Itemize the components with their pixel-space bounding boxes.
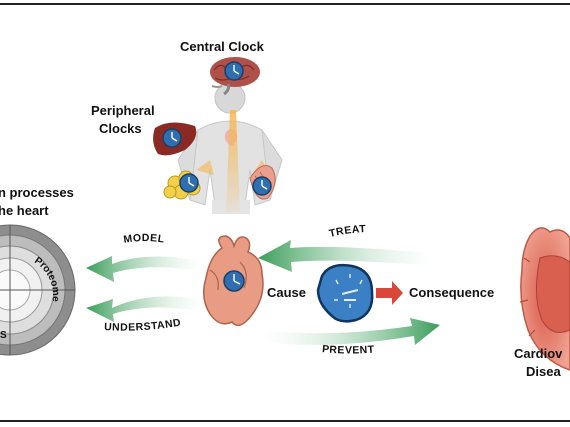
clock-icon: [252, 176, 272, 196]
heart-icon: [203, 235, 264, 327]
treat-label: TREAT: [328, 223, 367, 240]
consequence-label: Consequence: [409, 285, 495, 300]
clock-icon: [224, 61, 244, 81]
understand-arrow: [86, 296, 205, 322]
peripheral-label-line1: Peripheral: [91, 103, 155, 118]
cause-label: Cause: [267, 285, 307, 300]
clock-icon: [162, 128, 182, 148]
model-label: MODEL: [123, 232, 166, 246]
processes-label-line2: he heart: [0, 203, 49, 218]
clock-icon: [179, 173, 199, 193]
peripheral-label-line2: Clocks: [99, 121, 142, 136]
prevent-label: PREVENT: [322, 343, 376, 356]
cvd-label-line2: Disea: [526, 364, 561, 379]
signal-beam: [226, 110, 240, 212]
cvd-label-line1: Cardiov: [514, 346, 563, 361]
diseased-heart-icon: [519, 227, 570, 371]
treat-arrow: [258, 240, 435, 272]
organ-icon: [316, 263, 374, 323]
processes-label-line1: n processes: [0, 185, 74, 200]
model-arrow: [86, 256, 205, 282]
signal-beam-left: [196, 160, 214, 175]
peripheral-clocks-label: Peripheral Clocks: [91, 102, 155, 138]
ring-label-side: S: [0, 330, 7, 341]
cardiovascular-disease-label: Cardiov Disea: [514, 345, 562, 381]
processes-label: n processes he heart: [0, 184, 74, 220]
central-clock-label: Central Clock: [180, 39, 264, 54]
omics-ring-diagram: anscrip Proteome S: [0, 224, 76, 356]
prevent-arrow: [262, 318, 440, 345]
cause-consequence-arrow: [376, 281, 403, 305]
understand-label: UNDERSTAND: [104, 317, 182, 334]
